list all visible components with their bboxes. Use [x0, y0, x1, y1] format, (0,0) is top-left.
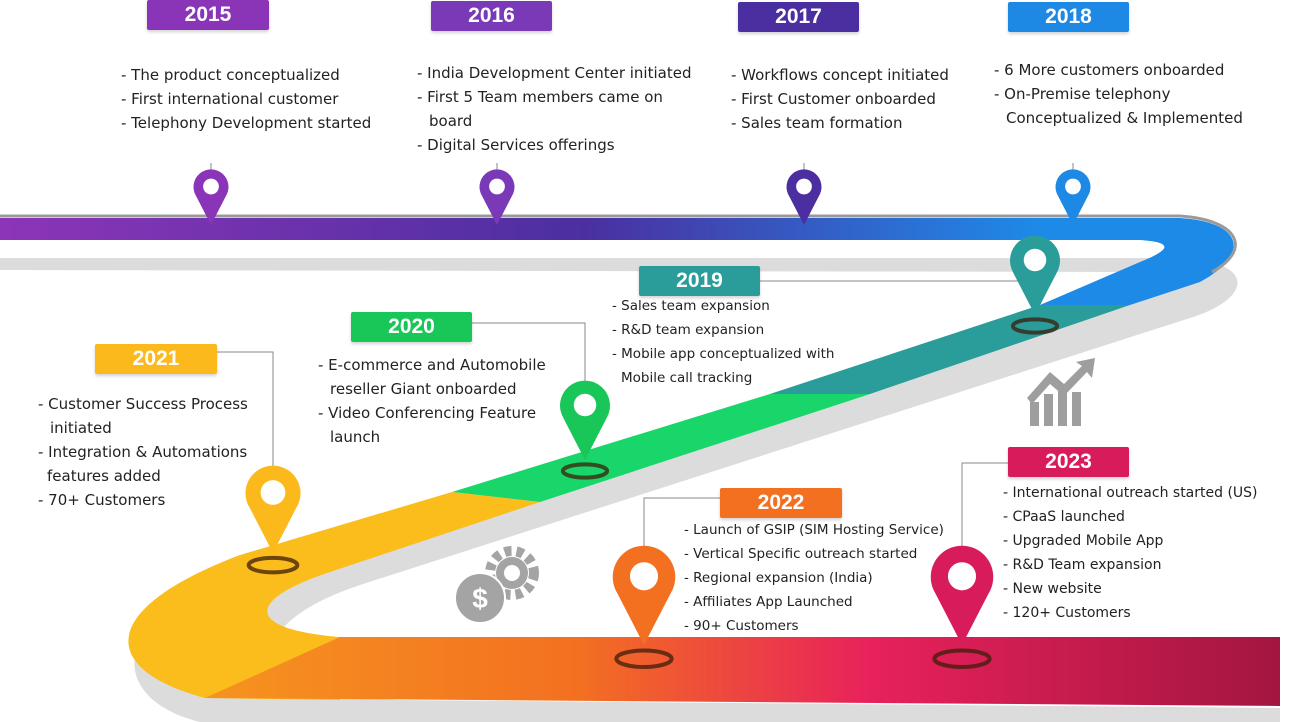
list-item: - International outreach started (US): [1003, 485, 1258, 501]
pin-body: [930, 545, 994, 645]
pin-body: [560, 380, 610, 460]
milestone-2018-list: - 6 More customers onboarded - On-Premis…: [994, 58, 1243, 130]
pin-dot: [947, 562, 977, 591]
milestone-2021-list: - Customer Success Process initiated - I…: [38, 392, 248, 512]
pin-dot: [260, 480, 286, 505]
list-item: - Upgraded Mobile App: [1003, 533, 1164, 549]
location-pin-icon: [786, 169, 822, 225]
pin-body: [245, 465, 301, 553]
list-item: - 70+ Customers: [38, 491, 166, 509]
svg-text:$: $: [472, 583, 488, 614]
pin-dot: [203, 178, 219, 195]
tag-2015: 2015: [147, 0, 269, 30]
pin-dot: [573, 393, 597, 417]
road-top: [0, 218, 1234, 305]
list-item: - Vertical Specific outreach started: [684, 546, 918, 562]
list-item: Conceptualized & Implemented: [1006, 109, 1243, 127]
road-top-edge: [0, 214, 1237, 274]
list-item: - New website: [1003, 581, 1102, 597]
tag-2019: 2019: [639, 266, 760, 296]
list-item: reseller Giant onboarded: [330, 380, 517, 398]
pin-base-ring: [932, 648, 992, 669]
list-item: launch: [330, 428, 381, 446]
location-pin-icon: [612, 545, 676, 669]
pin-dot: [1023, 248, 1047, 272]
list-item: - On-Premise telephony: [994, 85, 1171, 103]
list-item: Mobile call tracking: [621, 370, 753, 386]
road-2019: [770, 305, 1130, 394]
location-pin-icon: [479, 169, 515, 225]
list-item: - 6 More customers onboarded: [994, 61, 1225, 79]
tag-2023: 2023: [1008, 447, 1129, 477]
list-item: - R&D Team expansion: [1003, 557, 1162, 573]
list-item: - E-commerce and Automobile: [318, 356, 546, 374]
milestone-2017-list: - Workflows concept initiated - First Cu…: [731, 63, 949, 135]
pin-body: [1010, 235, 1060, 315]
list-item: - Video Conferencing Feature: [318, 404, 537, 422]
list-item: - First Customer onboarded: [731, 90, 936, 108]
tag-2020: 2020: [351, 312, 472, 342]
road-2021: [128, 492, 540, 700]
list-item: - Integration & Automations: [38, 443, 248, 461]
location-pin-icon: [245, 465, 301, 575]
pin-body: [479, 169, 515, 225]
list-item: - R&D team expansion: [612, 322, 765, 338]
road-shadow: [0, 258, 1280, 722]
list-item: - Customer Success Process: [38, 395, 248, 413]
milestone-2015-list: - The product conceptualized - First int…: [121, 63, 371, 135]
pin-body: [786, 169, 822, 225]
tag-2022: 2022: [720, 488, 842, 518]
tag-2021: 2021: [95, 344, 217, 374]
list-item: - The product conceptualized: [121, 66, 340, 84]
list-item: - First international customer: [121, 90, 339, 108]
list-item: - Regional expansion (India): [684, 570, 873, 586]
list-item: - Launch of GSIP (SIM Hosting Service): [684, 522, 944, 538]
location-pin-icon: [193, 169, 229, 225]
milestone-2016-list: - India Development Center initiated - F…: [417, 61, 691, 157]
pin-dot: [629, 562, 659, 591]
list-item: - India Development Center initiated: [417, 64, 692, 82]
location-pin-icon: [560, 380, 610, 480]
road-2020: [452, 394, 870, 502]
location-pin-icon: [930, 545, 994, 669]
milestone-2019-list: - Sales team expansion - R&D team expans…: [612, 294, 835, 390]
list-item: - Sales team expansion: [612, 298, 770, 314]
tag-2017: 2017: [738, 2, 859, 32]
milestone-2022-list: - Launch of GSIP (SIM Hosting Service) -…: [684, 518, 944, 638]
list-item: - 90+ Customers: [684, 618, 799, 634]
pin-body: [193, 169, 229, 225]
list-item: - Mobile app conceptualized with: [612, 346, 835, 362]
list-item: - Telephony Development started: [121, 114, 372, 132]
list-item: - First 5 Team members came on: [417, 88, 663, 106]
list-item: - Sales team formation: [731, 114, 903, 132]
list-item: board: [429, 112, 473, 130]
pin-body: [1055, 169, 1091, 225]
milestone-2023-list: - International outreach started (US) - …: [1003, 481, 1258, 625]
milestone-2020-list: - E-commerce and Automobile reseller Gia…: [318, 353, 546, 449]
pin-dot: [796, 178, 812, 195]
pin-dot: [1065, 178, 1081, 195]
road-bottom: [205, 637, 1280, 706]
tag-2016: 2016: [431, 1, 552, 31]
list-item: initiated: [50, 419, 112, 437]
pin-dot: [489, 178, 505, 195]
pin-base-ring: [560, 462, 610, 480]
tag-2018: 2018: [1008, 2, 1129, 32]
location-pin-icon: [1055, 169, 1091, 225]
pin-base-ring: [246, 555, 300, 575]
list-item: - Digital Services offerings: [417, 136, 615, 154]
list-item: - Workflows concept initiated: [731, 66, 949, 84]
pin-base-ring: [614, 648, 674, 669]
pin-body: [612, 545, 676, 645]
list-item: - Affiliates App Launched: [684, 594, 853, 610]
location-pin-icon: [1010, 235, 1060, 335]
gear-dollar-icon: $: [454, 546, 539, 624]
pin-base-ring: [1010, 317, 1060, 335]
list-item: features added: [47, 467, 161, 485]
list-item: - CPaaS launched: [1003, 509, 1125, 525]
growth-chart-icon: [1027, 358, 1095, 426]
list-item: - 120+ Customers: [1003, 605, 1131, 621]
